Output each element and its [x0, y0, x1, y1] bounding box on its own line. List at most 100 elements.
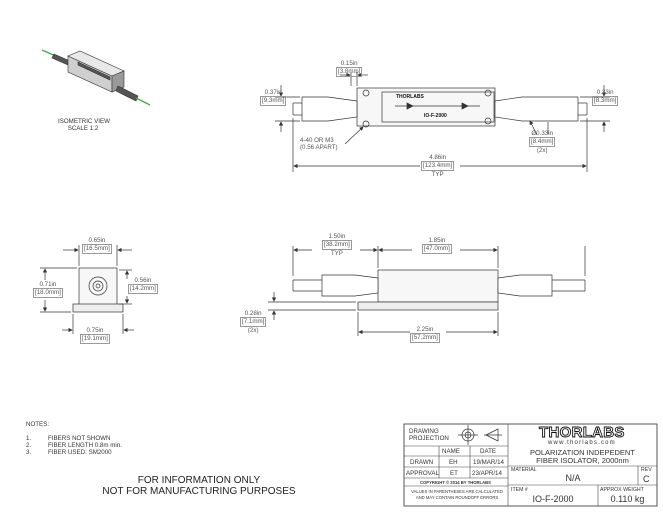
dim-mm: [9.3mm] [260, 96, 287, 106]
dim-mm: [7.1mm] [240, 317, 267, 327]
values-note: VALUES IN PARENTHESES ARE CALCULATED AND… [410, 489, 504, 500]
dim-top-diameter: Ø0.33in [8.4mm] (2x) [529, 130, 556, 154]
note-text: FIBERS NOT SHOWN [48, 435, 111, 442]
dim-mm: [8.4mm] [529, 137, 556, 147]
dim-top-015: 0.15in [3.8mm] [336, 60, 363, 77]
description-line2: FIBER ISOLATOR, 2000nm [536, 456, 629, 465]
copyright: COPYRIGHT © 2014 BY THORLABS [420, 480, 491, 485]
values-note-line2: AND MAY CONTAIN ROUNDOFF ERRORS [415, 494, 499, 500]
dim-count: (2x) [536, 146, 548, 154]
dim-end-071: 0.71in [18.0mm] [33, 281, 63, 298]
col-name-header: NAME [442, 448, 460, 455]
dim-count: (2x) [247, 326, 259, 334]
dim-inch: 0.75in [86, 327, 104, 334]
end-view [40, 245, 134, 334]
dim-inch: 1.85in [428, 237, 446, 244]
dim-inch: 2.25in [416, 326, 434, 333]
dim-inch: 0.15in [340, 60, 358, 67]
dim-mm: [18.0mm] [33, 288, 63, 298]
dim-mm: [47.0mm] [422, 244, 452, 254]
rev-label: REV [641, 467, 652, 473]
weight-value: 0.110 kg [610, 494, 645, 504]
dim-top-037: 0.37in [9.3mm] [260, 89, 287, 106]
dim-side-150: 1.50in [38.2mm] TYP [322, 233, 352, 257]
dim-inch: 0.56in [134, 277, 152, 284]
material-value: N/A [565, 473, 581, 483]
projection-line1: DRAWING [409, 428, 439, 435]
dim-side-185: 1.85in [47.0mm] [422, 237, 452, 254]
material-label: MATERIAL [511, 467, 537, 473]
device-brand-label: THORLABS [396, 94, 424, 100]
row-drawn-name: EH [449, 459, 458, 466]
row-approval-name: ET [450, 470, 458, 477]
mount-hole-note: 4-40 OR M3 (0.56 APART) [300, 137, 338, 152]
thorlabs-logo: THORLABS [539, 424, 625, 442]
dim-side-028: 0.28in [7.1mm] (2x) [240, 310, 267, 334]
dim-mm: [57.2mm] [410, 333, 440, 343]
dim-inch: 1.50in [328, 233, 346, 240]
rev-value: C [643, 474, 650, 484]
note-item: 1. FIBERS NOT SHOWN [26, 435, 122, 443]
dim-inch: 0.71in [39, 281, 57, 288]
isometric-view [41, 49, 151, 106]
mount-note-line2: (0.56 APART) [300, 144, 338, 152]
dim-mm: [8.3mm] [592, 96, 619, 106]
drawing-projection-label: DRAWING PROJECTION [409, 428, 449, 442]
dim-inch: 0.28in [244, 310, 262, 317]
dim-inch: 0.37in [264, 89, 282, 96]
note-number: 1. [26, 435, 32, 442]
dim-inch: 4.86in [429, 154, 447, 161]
dim-end-075: 0.75in [19.1mm] [80, 327, 110, 344]
isometric-label-line2: SCALE 1:2 [67, 125, 99, 132]
item-value: IO-F-2000 [532, 494, 574, 504]
note-item: 3. FIBER USED: SM2000 [26, 448, 122, 457]
projection-line2: PROJECTION [409, 435, 449, 442]
disclaimer: FOR INFORMATION ONLY NOT FOR MANUFACTURI… [98, 475, 300, 497]
top-view [275, 72, 610, 172]
part-description: POLARIZATION INDEPEDENT FIBER ISOLATOR, … [508, 449, 657, 465]
note-number: 2. [26, 441, 32, 449]
note-text: FIBER USED: SM2000 [48, 448, 112, 456]
projection-symbol-icon [458, 425, 502, 445]
dim-mm: [3.8mm] [336, 67, 363, 77]
dim-inch: Ø0.33in [531, 130, 554, 137]
dim-mm: [123.4mm] [421, 161, 455, 171]
dim-top-length: 4.86in [123.4mm] TYP [421, 154, 455, 178]
dim-top-033: 0.33in [8.3mm] [592, 89, 619, 106]
dim-mm: [38.2mm] [322, 240, 352, 250]
row-approval-date: 23/APR/14 [472, 470, 502, 477]
side-view [268, 246, 586, 336]
device-part-label: IO-F-2000 [424, 113, 447, 119]
dim-inch: 0.33in [596, 89, 614, 96]
weight-label: APPROX WEIGHT [600, 487, 644, 493]
dim-mm: [14.2mm] [128, 284, 158, 294]
dim-end-056: 0.56in [14.2mm] [128, 277, 158, 294]
description-line1: POLARIZATION INDEPEDENT [530, 448, 635, 457]
row-approval-label: APPROVAL [406, 470, 439, 477]
dim-mm: [19.1mm] [80, 334, 110, 344]
title-block-grid [403, 423, 658, 507]
notes-list: 1. FIBERS NOT SHOWN 2. FIBER LENGTH 0.8m m… [26, 435, 122, 457]
mount-note-line1: 4-40 OR M3 [300, 137, 334, 144]
values-note-line1: VALUES IN PARENTHESES ARE CALCULATED [411, 489, 503, 494]
item-label: ITEM # [511, 487, 528, 493]
row-drawn-date: 19/MAR/14 [473, 459, 504, 466]
dim-note: TYP [431, 170, 444, 178]
isometric-label-line1: ISOMETRIC VIEW [58, 118, 110, 125]
col-date-header: DATE [480, 448, 497, 455]
row-drawn-label: DRAWN [410, 459, 434, 466]
dim-side-225: 2.25in [57.2mm] [410, 326, 440, 343]
note-number: 3. [26, 448, 32, 456]
note-item: 2. FIBER LENGTH 0.8m min. [26, 441, 122, 450]
note-text: FIBER LENGTH 0.8m min. [48, 441, 122, 449]
dim-inch: 0.65in [88, 237, 106, 244]
dim-note: TYP [330, 249, 343, 257]
website-url: www.thorlabs.com [548, 440, 616, 446]
notes-heading: NOTES: [26, 421, 50, 428]
isometric-view-label: ISOMETRIC VIEW SCALE 1:2 [58, 118, 110, 132]
disclaimer-line2: NOT FOR MANUFACTURING PURPOSES [102, 486, 296, 497]
dim-end-065: 0.65in [16.5mm] [82, 237, 112, 254]
dim-mm: [16.5mm] [82, 244, 112, 254]
